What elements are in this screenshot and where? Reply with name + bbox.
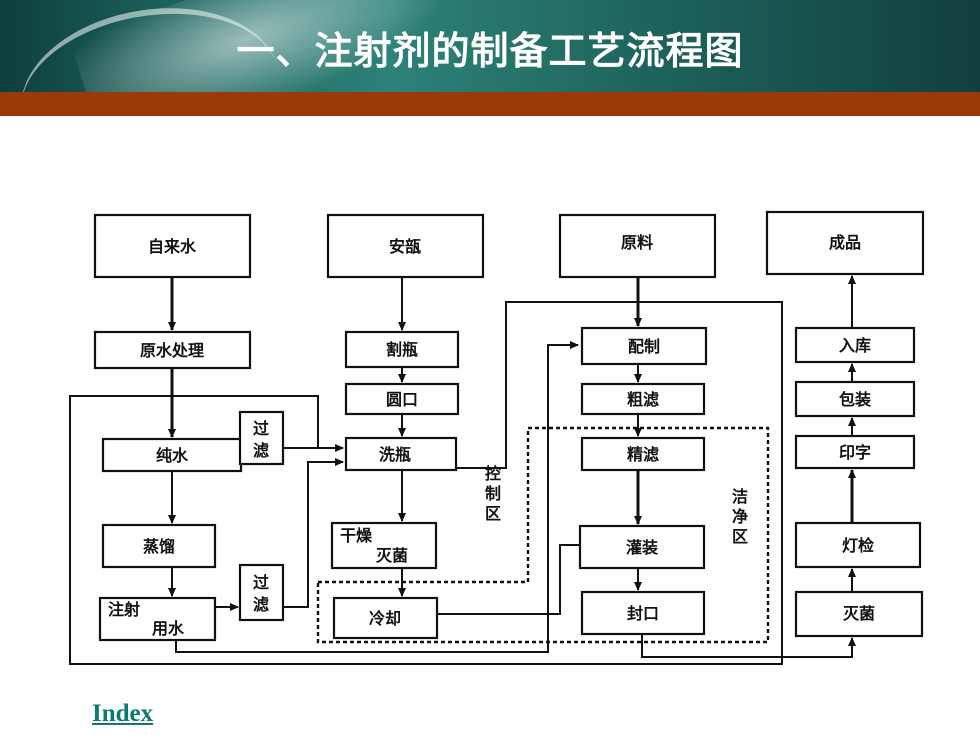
- svg-text:割瓶: 割瓶: [386, 340, 418, 359]
- svg-text:自来水: 自来水: [148, 237, 197, 256]
- header-banner: 一、注射剂的制备工艺流程图: [0, 0, 980, 92]
- svg-text:粗滤: 粗滤: [627, 390, 659, 409]
- node-prepare: 配制: [580, 326, 708, 366]
- node-product: 成品: [765, 210, 925, 276]
- svg-text:圆口: 圆口: [386, 390, 418, 409]
- node-water-for-injection: 注射 用水: [98, 596, 217, 642]
- node-light-inspect: 灯检: [794, 521, 922, 569]
- svg-text:灌装: 灌装: [626, 538, 658, 557]
- page-title: 一、注射剂的制备工艺流程图: [236, 29, 744, 73]
- label-clean-zone: 洁 净 区: [732, 487, 748, 546]
- svg-text:区: 区: [732, 527, 748, 546]
- svg-text:原料: 原料: [621, 233, 653, 252]
- node-store: 入库: [794, 326, 916, 364]
- node-round-mouth: 圆口: [344, 382, 460, 416]
- header-band: [0, 92, 980, 116]
- svg-text:蒸馏: 蒸馏: [143, 537, 175, 556]
- node-print: 印字: [794, 434, 916, 470]
- node-raw-material: 原料: [558, 213, 717, 279]
- svg-text:封口: 封口: [627, 604, 659, 623]
- svg-text:净: 净: [732, 507, 748, 526]
- node-raw-water-treatment: 原水处理: [93, 330, 252, 370]
- outer-loop-line: [69, 301, 783, 665]
- node-tap-water: 自来水: [93, 213, 252, 279]
- svg-text:用水: 用水: [152, 619, 185, 638]
- clean-zone-border: [316, 426, 770, 644]
- svg-text:过: 过: [253, 573, 269, 592]
- arrow-filter-to-wash: [283, 458, 344, 608]
- node-cool: 冷却: [332, 596, 439, 640]
- node-filter-upper: 过 滤: [238, 410, 285, 466]
- line-wfi-to-prepare: [175, 341, 579, 653]
- svg-text:安瓿: 安瓿: [389, 237, 421, 256]
- svg-text:干燥: 干燥: [340, 526, 373, 545]
- svg-text:注射: 注射: [108, 600, 140, 619]
- node-sterilize: 灭菌: [794, 590, 924, 638]
- svg-text:控: 控: [485, 464, 501, 483]
- svg-text:灯检: 灯检: [842, 536, 874, 555]
- line-seal-to-sterilize: [641, 634, 856, 658]
- svg-text:原水处理: 原水处理: [140, 341, 204, 360]
- node-wash-bottle: 洗瓶: [344, 436, 458, 472]
- svg-text:包装: 包装: [839, 390, 871, 409]
- svg-text:纯水: 纯水: [156, 446, 189, 465]
- index-link[interactable]: Index: [92, 700, 154, 727]
- svg-text:配制: 配制: [628, 337, 660, 356]
- svg-text:印字: 印字: [839, 443, 871, 462]
- svg-text:冷却: 冷却: [369, 609, 401, 628]
- node-dry-sterilize: 干燥 灭菌: [330, 521, 438, 570]
- svg-text:滤: 滤: [253, 595, 269, 614]
- svg-text:入库: 入库: [839, 336, 871, 355]
- node-cut-bottle: 割瓶: [344, 330, 460, 369]
- node-filter-lower: 过 滤: [238, 563, 285, 622]
- node-seal: 封口: [580, 590, 706, 636]
- svg-text:成品: 成品: [829, 233, 861, 252]
- node-package: 包装: [794, 380, 916, 418]
- node-fine-filter: 精滤: [580, 436, 706, 472]
- svg-text:洗瓶: 洗瓶: [379, 445, 411, 464]
- svg-text:灭菌: 灭菌: [842, 604, 875, 623]
- node-fill: 灌装: [578, 524, 706, 570]
- line-cool-to-fill: [437, 544, 580, 615]
- svg-text:过: 过: [253, 419, 269, 438]
- svg-text:洁: 洁: [732, 487, 748, 506]
- label-control-zone: 控 制 区: [485, 464, 501, 523]
- node-coarse-filter: 粗滤: [580, 382, 706, 416]
- svg-text:灭菌: 灭菌: [375, 546, 408, 565]
- node-distill: 蒸馏: [101, 523, 217, 569]
- svg-text:精滤: 精滤: [627, 445, 659, 464]
- svg-text:滤: 滤: [253, 441, 269, 460]
- node-ampoule: 安瓿: [326, 213, 485, 279]
- svg-text:制: 制: [485, 484, 501, 503]
- node-pure-water: 纯水: [101, 437, 243, 473]
- svg-text:区: 区: [485, 504, 501, 523]
